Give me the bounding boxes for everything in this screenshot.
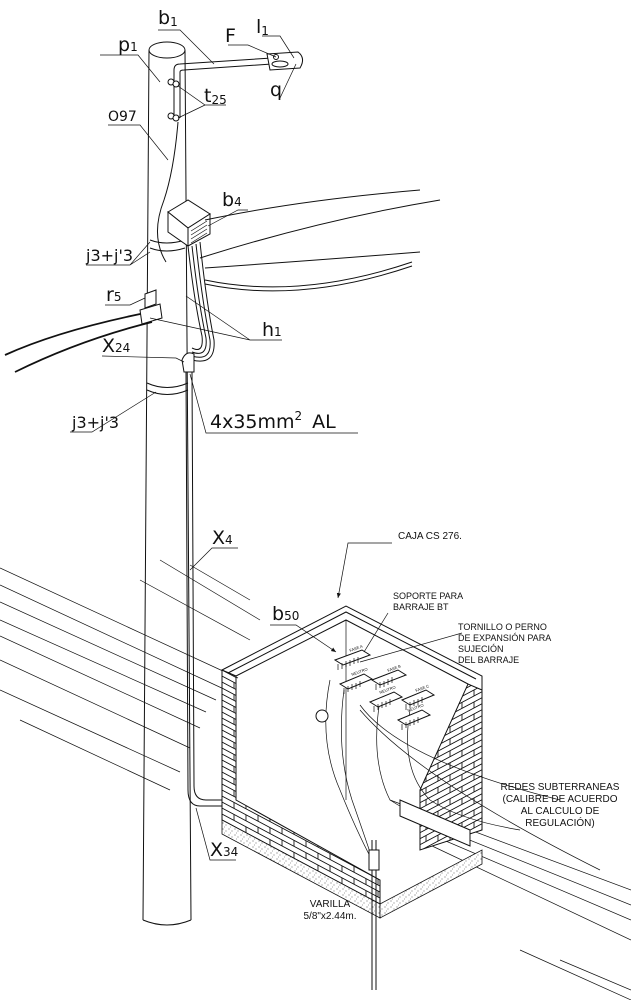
label-j3-top: j3+j'3 <box>85 246 133 265</box>
underground-conduits <box>0 559 631 1000</box>
busbar-label-fase-b: FASE B <box>387 663 402 673</box>
label-o97: O97 <box>108 109 137 125</box>
caja-cs-276 <box>221 605 601 990</box>
luminaire-arm <box>156 51 304 263</box>
note-redes-line3: AL CALCULO DE <box>521 806 600 817</box>
busbar-label-fase-c: FASE C <box>415 683 430 693</box>
leader-lines <box>70 29 463 861</box>
cable-entry <box>181 352 232 807</box>
label-l1: l1 <box>256 16 269 38</box>
junction-box <box>4 189 441 373</box>
label-j3-bottom: j3+j'3 <box>71 413 119 432</box>
note-tornillo-line2: DE EXPANSIÓN PARA <box>458 633 551 643</box>
note-tornillo-line3: SUJECIÓN <box>458 644 504 654</box>
note-tornillo-line4: DEL BARRAJE <box>458 655 519 665</box>
note-caja: CAJA CS 276. <box>398 531 462 542</box>
label-r5: r5 <box>106 284 121 306</box>
pole <box>142 41 192 926</box>
busbar-fase-b: FASE B <box>370 663 408 690</box>
note-soporte-line2: BARRAJE BT <box>393 602 449 612</box>
label-q: q <box>270 79 282 101</box>
label-b50: b50 <box>272 603 299 625</box>
busbar-label-fase-a: FASE A <box>349 643 364 653</box>
label-t25: t25 <box>204 85 227 107</box>
label-p1: p1 <box>118 34 138 56</box>
busbar-fase-c: FASE C <box>400 683 436 710</box>
note-redes-line2: (CALIBRE DE ACUERDO <box>502 794 617 805</box>
busbar-neutro-1: NEUTRO <box>338 666 374 694</box>
busbar-label-neutro-3: NEUTRO <box>407 702 425 712</box>
note-tornillo-line1: TORNILLO O PERNO <box>458 622 547 632</box>
note-redes-line4: REGULACIÓN) <box>525 816 594 829</box>
label-b1: b1 <box>158 7 178 29</box>
busbar-neutro-3: NEUTRO <box>396 702 432 730</box>
note-varilla-line2: 5/8"x2.44m. <box>303 911 356 922</box>
note-varilla-line1: VARILLA <box>310 899 351 910</box>
busbars: FASE A NEUTRO FASE B NEUTRO FASE C NEUTR… <box>333 643 436 730</box>
note-soporte-line1: SOPORTE PARA <box>393 591 463 601</box>
labels: b1 p1 F l1 q t25 O97 b4 j3+j'3 r5 h1 X24… <box>71 7 336 861</box>
label-h1: h1 <box>262 319 282 341</box>
label-b4: b4 <box>222 189 242 211</box>
label-x24: X24 <box>102 335 130 357</box>
busbar-neutro-2: NEUTRO <box>368 684 404 712</box>
busbar-label-neutro-1: NEUTRO <box>351 666 369 676</box>
busbar-fase-a: FASE A <box>333 643 372 670</box>
notes: CAJA CS 276. SOPORTE PARA BARRAJE BT TOR… <box>303 531 619 922</box>
label-x34: X34 <box>210 839 238 861</box>
label-x4: X4 <box>212 527 233 549</box>
note-redes-line1: REDES SUBTERRANEAS <box>501 782 620 793</box>
label-F: F <box>225 25 236 47</box>
busbar-label-neutro-2: NEUTRO <box>379 684 397 694</box>
